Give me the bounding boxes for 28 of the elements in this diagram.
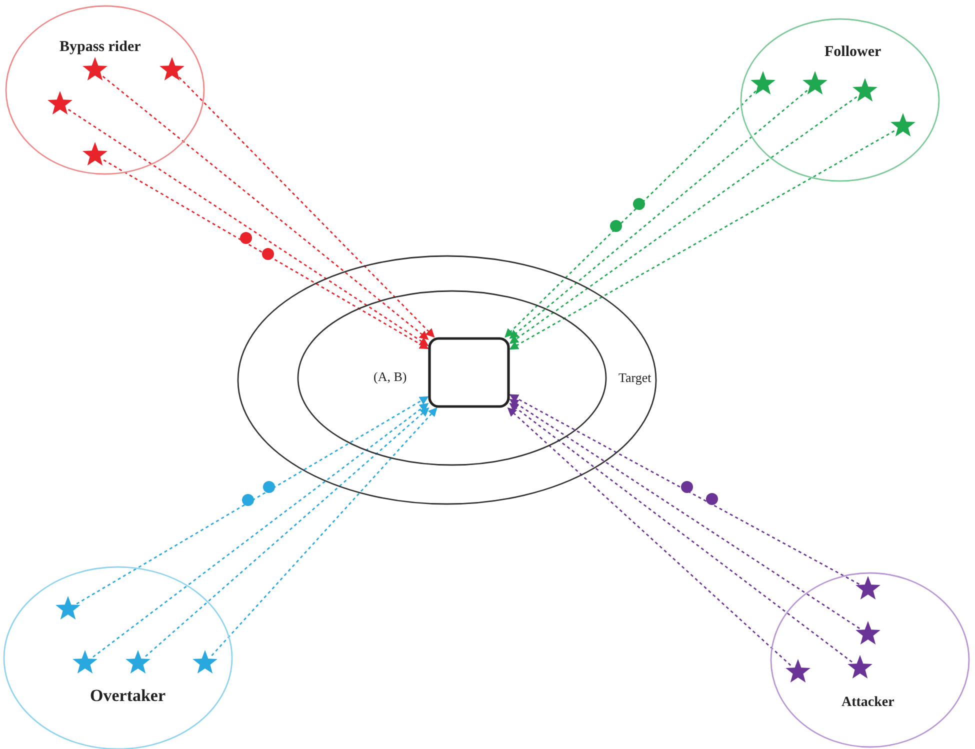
dashed-arrow	[509, 96, 858, 344]
coordinate-label: (A, B)	[374, 370, 407, 382]
group-ellipse	[237, 255, 657, 505]
dashed-arrow	[509, 402, 852, 663]
dashed-arrow	[76, 396, 429, 604]
dashed-arrow	[178, 76, 435, 338]
dashed-arrow	[509, 394, 860, 585]
zone-ellipse	[297, 290, 607, 466]
group-ellipse	[5, 5, 205, 175]
dashed-arrow	[102, 76, 429, 340]
dashed-arrow	[68, 108, 429, 346]
target-square	[428, 337, 510, 408]
group-ellipse	[740, 18, 940, 182]
dashed-arrow	[509, 398, 860, 630]
dashed-arrow	[509, 130, 895, 350]
group-label: Attacker	[842, 696, 894, 710]
group-ellipse	[770, 572, 970, 748]
dashed-arrow	[92, 402, 429, 658]
group-label: Bypass rider	[60, 40, 141, 54]
dashed-arrow	[504, 90, 756, 338]
group-label: Follower	[824, 44, 882, 60]
group-label: Target	[618, 370, 652, 384]
group-label: Overtaker	[90, 686, 166, 704]
dashed-arrow	[507, 407, 792, 666]
dashed-arrow	[103, 159, 429, 350]
dashed-arrow	[509, 90, 808, 339]
dashed-arrow	[211, 407, 438, 656]
dashed-arrow	[145, 407, 430, 657]
